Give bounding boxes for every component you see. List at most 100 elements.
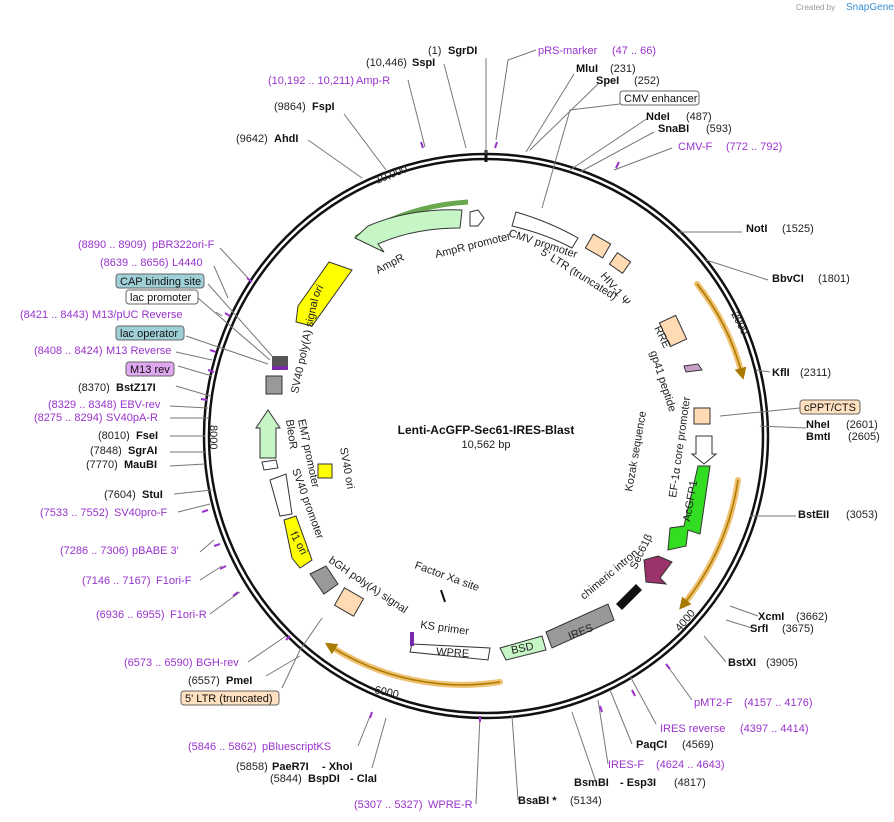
site-bstxi[interactable]: BstXI	[728, 657, 756, 669]
site-spei[interactable]: SpeI	[596, 75, 619, 87]
primer-pbabe[interactable]: pBABE 3'	[132, 545, 179, 557]
label-kozak: Kozak sequence	[623, 410, 649, 492]
site-bstz17i[interactable]: BstZ17I	[116, 382, 156, 394]
box-lac-operator[interactable]	[115, 325, 185, 341]
site-maubi[interactable]: MauBI	[124, 459, 157, 471]
site-clai[interactable]: - ClaI	[350, 773, 377, 785]
primer-wprer[interactable]: WPRE-R	[428, 799, 473, 811]
site-snabi[interactable]: SnaBI	[658, 123, 689, 135]
box-cap-binding[interactable]	[115, 273, 205, 289]
site-paer7i[interactable]: PaeR7I	[272, 761, 309, 773]
pos-ahdi: (9642)	[236, 133, 268, 145]
sv40-ori-feature[interactable]	[317, 463, 333, 479]
site-stui[interactable]: StuI	[142, 489, 163, 501]
site-nhei[interactable]: NheI	[806, 419, 830, 431]
site-bsteii[interactable]: BstEII	[798, 509, 829, 521]
label-bleor: BleoR	[283, 419, 299, 450]
pos-bstz17i: (8370)	[78, 382, 110, 394]
site-fsei[interactable]: FseI	[136, 430, 158, 442]
bgh-grey-feature[interactable]	[309, 565, 339, 595]
primer-f1orif[interactable]: F1ori-F	[156, 575, 192, 587]
site-pmei[interactable]: PmeI	[226, 675, 252, 687]
bleor-feature[interactable]	[255, 409, 281, 459]
pos-nhei: (2601)	[846, 419, 878, 431]
bgh-polya-feature[interactable]	[333, 587, 365, 617]
primer-pmt2-pos: (4157 .. 4176)	[744, 697, 813, 709]
site-noti[interactable]: NotI	[746, 223, 767, 235]
site-esp3i[interactable]: - Esp3I	[620, 777, 656, 789]
bsd-feature[interactable]	[499, 635, 547, 661]
tick-4000: 4000	[673, 607, 698, 633]
primer-bgh-pos: (6573 .. 6590)	[124, 657, 193, 669]
site-bsmbi[interactable]: BsmBI	[574, 777, 609, 789]
ampr-promoter-feature[interactable]	[469, 209, 485, 227]
box-cmv-enhancer[interactable]	[619, 90, 700, 106]
pos-sgrdi: (1)	[428, 45, 441, 57]
primer-ebv[interactable]: EBV-rev	[120, 399, 161, 411]
hiv-psi-feature[interactable]	[608, 251, 632, 275]
site-mlui[interactable]: MluI	[576, 63, 598, 75]
site-kfli[interactable]: KflI	[772, 367, 790, 379]
ires-feature[interactable]	[545, 603, 615, 649]
site-xcmi[interactable]: XcmI	[758, 611, 784, 623]
site-srfi[interactable]: SrfI	[750, 623, 768, 635]
label-factor-xa: Factor Xa site	[413, 560, 481, 594]
cppt-feature[interactable]	[693, 407, 711, 425]
sec61b-feature[interactable]	[643, 555, 673, 585]
em7-promoter-feature[interactable]	[261, 459, 279, 471]
sv40-polya-feature[interactable]	[265, 375, 283, 395]
primer-pmt2[interactable]: pMT2-F	[694, 697, 733, 709]
pos-xcmi: (3662)	[796, 611, 828, 623]
site-ahdi[interactable]: AhdI	[274, 133, 298, 145]
primer-l4440[interactable]: L4440	[172, 257, 203, 269]
primer-prs-marker[interactable]: pRS-marker	[538, 45, 598, 57]
wpre-feature[interactable]	[409, 643, 491, 661]
acgfp1-feature[interactable]	[667, 465, 711, 551]
primer-iresr[interactable]: IRES reverse	[660, 723, 725, 735]
chimeric-intron-feature[interactable]	[616, 584, 642, 610]
site-xhoi[interactable]: - XhoI	[322, 761, 353, 773]
primer-f1orir[interactable]: F1ori-R	[170, 609, 207, 621]
primer-cmv-f-pos: (772 .. 792)	[726, 141, 782, 153]
site-sgrdi[interactable]: SgrDI	[448, 45, 477, 57]
site-fspi[interactable]: FspI	[312, 101, 335, 113]
primer-sv40pa[interactable]: SV40pA-R	[106, 412, 158, 424]
primer-pbr322[interactable]: pBR322ori-F	[152, 239, 215, 251]
primer-amp-r[interactable]: Amp-R	[356, 75, 390, 87]
primer-sv40pro[interactable]: SV40pro-F	[114, 507, 167, 519]
primer-bgh[interactable]: BGH-rev	[196, 657, 239, 669]
f1-ori-feature[interactable]	[283, 515, 313, 569]
primer-m13r[interactable]: M13 Reverse	[106, 345, 171, 357]
pos-bbvci: (1801)	[818, 273, 850, 285]
primer-m13puc[interactable]: M13/pUC Reverse	[92, 309, 182, 321]
pos-srfi: (3675)	[782, 623, 814, 635]
primer-pbks[interactable]: pBluescriptKS	[262, 741, 331, 753]
primer-iresf[interactable]: IRES-F	[608, 759, 644, 771]
site-bbvci[interactable]: BbvCI	[772, 273, 804, 285]
pos-sgrai: (7848)	[90, 445, 122, 457]
gp41-feature[interactable]	[683, 363, 703, 373]
site-bmti[interactable]: BmtI	[806, 431, 830, 443]
ori-feature[interactable]	[295, 261, 353, 327]
box-5ltr-truncated[interactable]	[180, 690, 280, 706]
pos-bsmbi: (4817)	[674, 777, 706, 789]
rre-feature[interactable]	[658, 314, 688, 348]
box-cppt-cts[interactable]	[799, 399, 861, 415]
box-lac-promoter[interactable]	[125, 289, 199, 305]
tick-10000: 10,000	[374, 163, 410, 187]
site-sspi[interactable]: SspI	[412, 57, 435, 69]
site-paqci[interactable]: PaqCI	[636, 739, 667, 751]
cmv-promoter-feature[interactable]	[511, 211, 579, 249]
site-bsabi[interactable]: BsaBI *	[518, 795, 557, 807]
site-ndei[interactable]: NdeI	[646, 111, 670, 123]
primer-cmv-f[interactable]: CMV-F	[678, 141, 713, 153]
pos-stui: (7604)	[104, 489, 136, 501]
ef1a-promoter-feature[interactable]	[690, 435, 718, 465]
site-sgrai[interactable]: SgrAI	[128, 445, 157, 457]
sv40-promoter-feature[interactable]	[269, 473, 293, 517]
ltr-feature[interactable]	[584, 233, 612, 259]
site-bspdi[interactable]: BspDI	[308, 773, 340, 785]
ampr-feature[interactable]	[354, 209, 463, 253]
box-m13-rev[interactable]	[125, 361, 175, 377]
label-cmv-enhancer: CMV enhancer	[624, 93, 698, 105]
